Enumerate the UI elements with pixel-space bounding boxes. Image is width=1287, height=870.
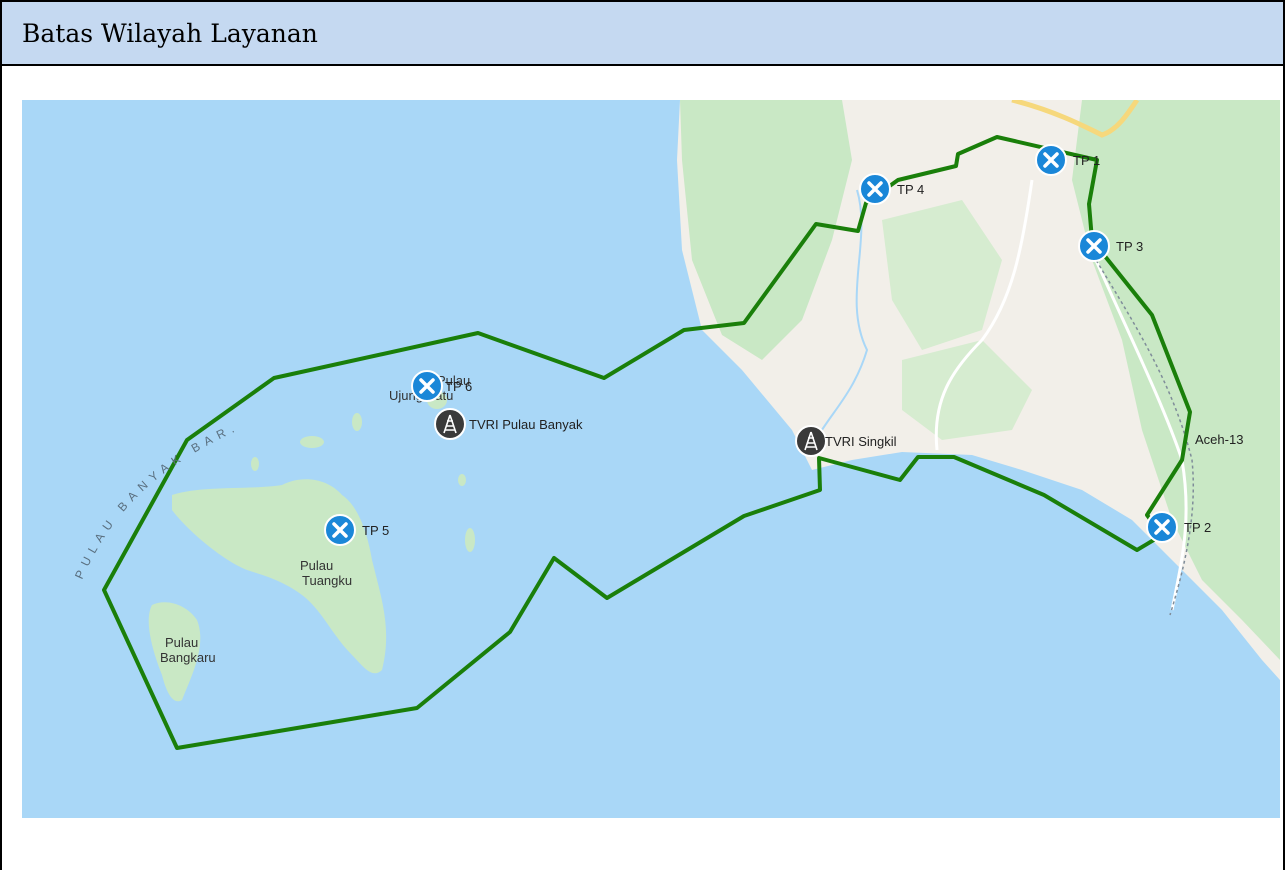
- place-label-tuangku-1: Pulau: [300, 558, 333, 573]
- island-tuangku: [172, 479, 387, 674]
- point-label: TP 6: [445, 379, 472, 394]
- place-label-tuangku-2: Tuangku: [302, 573, 352, 588]
- point-marker-tp6[interactable]: TP 6: [411, 370, 472, 402]
- point-label: TP 1: [1073, 153, 1100, 168]
- island-small: [352, 413, 362, 431]
- transmitter-tower-icon: [804, 431, 818, 451]
- point-label: TP 4: [897, 182, 924, 197]
- point-label: TP 3: [1116, 239, 1143, 254]
- close-x-icon: [332, 522, 348, 538]
- close-x-icon: [419, 378, 435, 394]
- panel-title: Batas Wilayah Layanan: [22, 19, 318, 48]
- point-marker-tp1[interactable]: TP 1: [1035, 144, 1100, 176]
- island-small: [465, 528, 475, 552]
- point-marker-tp4[interactable]: TP 4: [859, 173, 924, 205]
- transmitter-label: TVRI Singkil: [825, 434, 897, 449]
- road: [1085, 239, 1188, 611]
- map-canvas[interactable]: PULAU BANYAK BAR. Pulau Tuangku Pulau Ba…: [22, 100, 1280, 818]
- transmitter-label: TVRI Pulau Banyak: [469, 417, 583, 432]
- forest-area: [680, 100, 852, 360]
- island-small: [458, 474, 466, 486]
- forest-area: [882, 200, 1002, 350]
- place-label-bangkaru-2: Bangkaru: [160, 650, 216, 665]
- road: [934, 179, 1034, 451]
- close-x-icon: [1043, 152, 1059, 168]
- place-label-ujung-batu-1: Pulau: [437, 373, 470, 388]
- point-marker-tp2[interactable]: TP 2: [1146, 511, 1211, 543]
- place-label-bangkaru-1: Pulau: [165, 635, 198, 650]
- close-x-icon: [1086, 238, 1102, 254]
- railway-dashed: [1089, 249, 1195, 616]
- close-x-icon: [1154, 519, 1170, 535]
- panel-header: Batas Wilayah Layanan: [2, 2, 1283, 66]
- transmitter-tower-icon: [443, 414, 457, 434]
- point-marker-tp5[interactable]: TP 5: [324, 514, 389, 546]
- transmitter-marker-tvri-singkil[interactable]: TVRI Singkil: [795, 425, 897, 457]
- forest-area: [902, 340, 1032, 440]
- road-label-aceh-13: Aceh-13: [1195, 432, 1243, 447]
- service-boundary-line: [102, 135, 1192, 750]
- close-x-icon: [867, 181, 883, 197]
- point-marker-tp3[interactable]: TP 3: [1078, 230, 1143, 262]
- point-label: TP 2: [1184, 520, 1211, 535]
- transmitter-marker-tvri-pulau-banyak[interactable]: TVRI Pulau Banyak: [434, 408, 583, 440]
- island-bangkaru: [148, 602, 201, 702]
- island-small: [300, 436, 324, 448]
- river: [811, 189, 869, 451]
- point-label: TP 5: [362, 523, 389, 538]
- service-area-map[interactable]: PULAU BANYAK BAR. Pulau Tuangku Pulau Ba…: [22, 100, 1280, 818]
- yellow-road: [1011, 100, 1140, 138]
- island-small: [251, 457, 259, 471]
